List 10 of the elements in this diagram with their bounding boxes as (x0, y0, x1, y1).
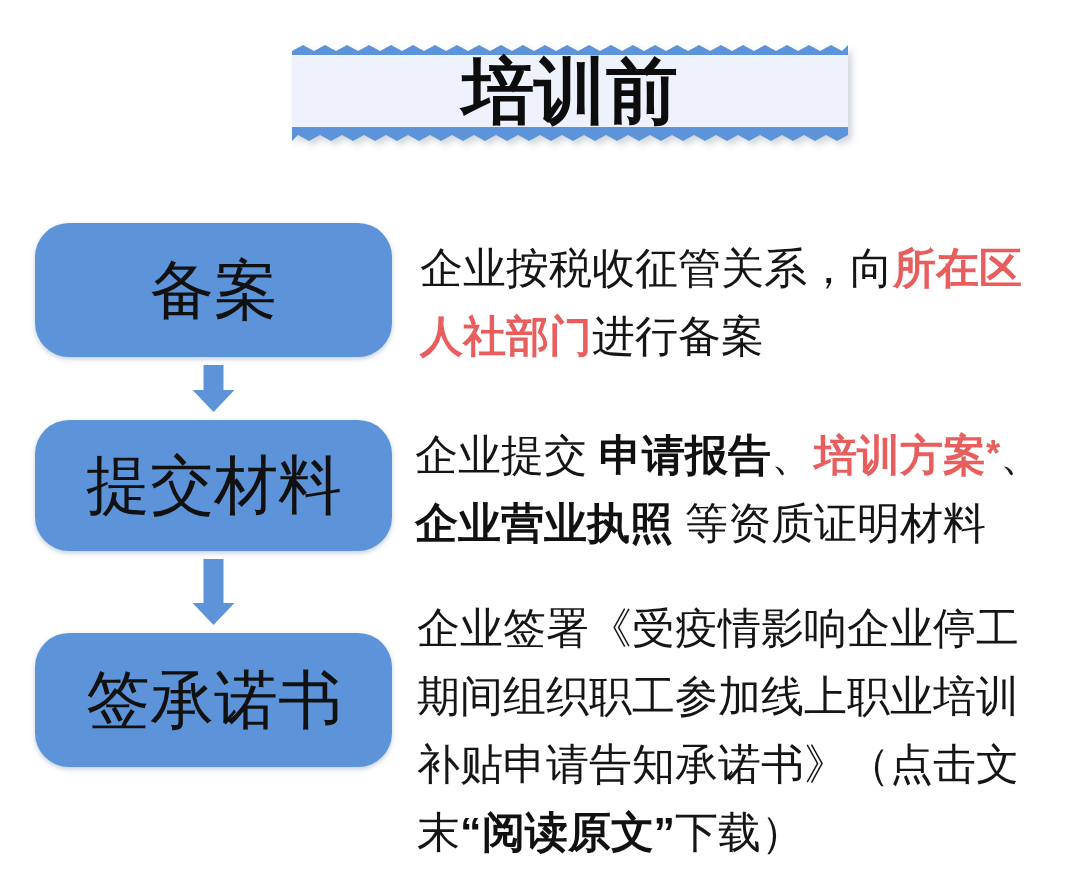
step-description: 企业按税收征管关系，向所在区人社部门进行备案 (420, 243, 1023, 362)
step-label: 签承诺书 (85, 664, 342, 736)
arrow (192, 559, 235, 625)
step-label: 提交材料 (85, 450, 342, 521)
step-box (35, 223, 392, 357)
step-box (35, 633, 392, 767)
step-label: 备案 (149, 254, 278, 326)
step-description: 企业签署《受疫情影响企业停工期间组织职工参加线上职业培训补贴申请告知承诺书》（点击文末“阅读原文”下载） (417, 603, 1020, 858)
arrow (192, 365, 235, 412)
step-box (35, 420, 392, 551)
